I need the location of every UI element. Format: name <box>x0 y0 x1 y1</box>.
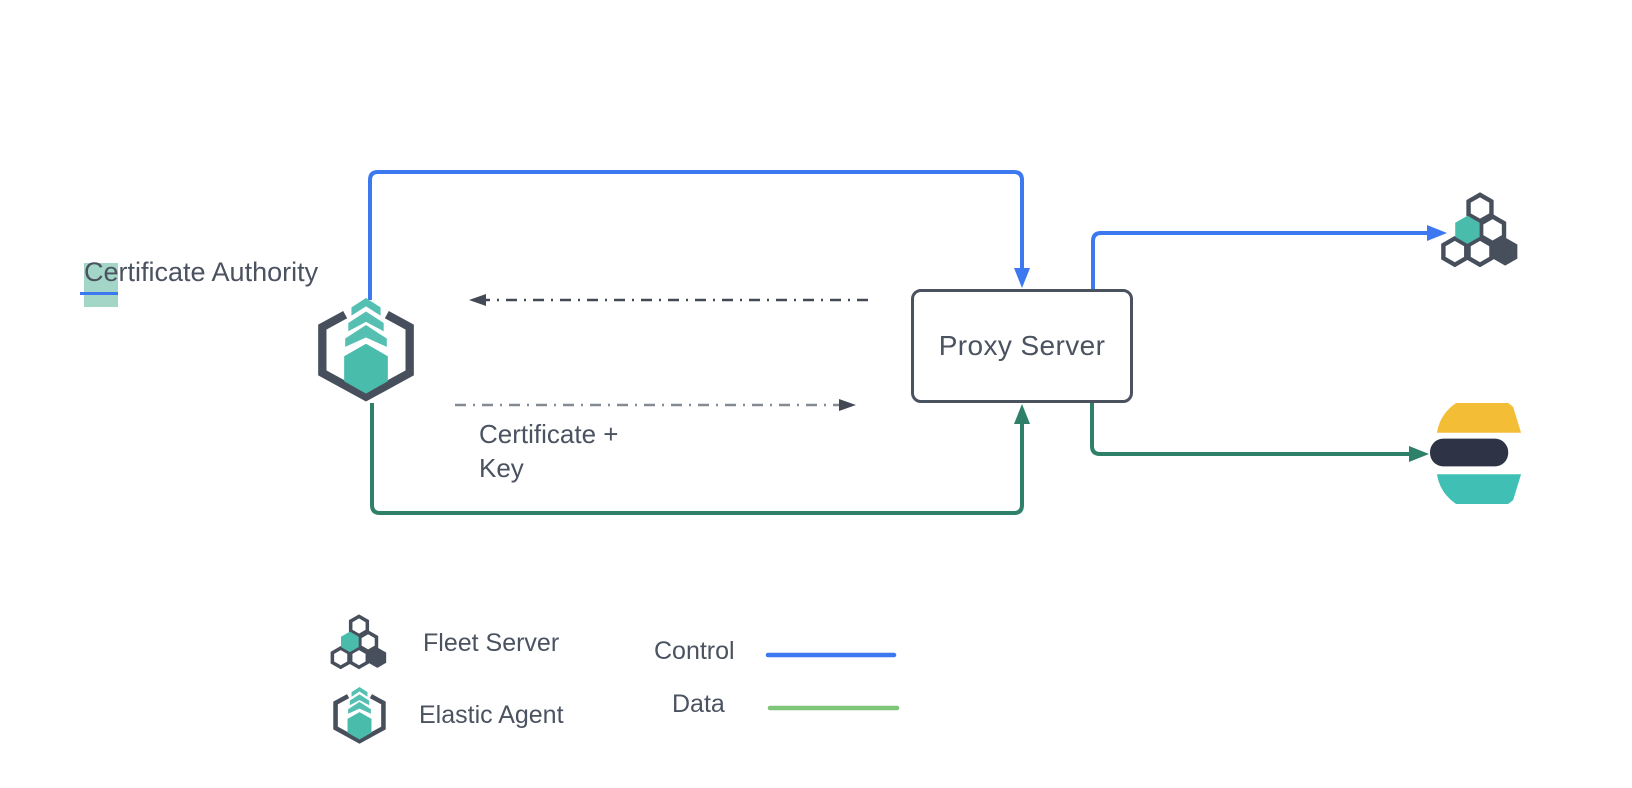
control-connector-proxy-to-fleet[interactable] <box>1091 225 1447 289</box>
legend-agent-inner-hexagon <box>347 712 372 740</box>
elastic-agent-icon[interactable] <box>314 298 418 402</box>
control-connector-agent-to-proxy[interactable] <box>368 170 1030 300</box>
agent-inner-hexagon <box>344 343 388 394</box>
agent-hexagon-outline <box>318 310 414 402</box>
agent-chevron-1 <box>351 298 381 316</box>
fleet-server-icon-svg <box>1441 192 1518 268</box>
fleet-hex-bottom-mid <box>1466 235 1494 268</box>
elasticsearch-middle-bar <box>1430 438 1509 467</box>
elasticsearch-logo-svg <box>1430 395 1522 512</box>
legend-control-label: Control <box>654 637 735 665</box>
agent-chevron-2 <box>348 311 384 332</box>
elastic-agent-icon-svg <box>318 298 414 402</box>
elasticsearch-bottom-slice <box>1436 474 1522 512</box>
legend-fleet-hex-teal <box>340 631 359 653</box>
legend-fleet-server-icon-svg <box>330 614 387 670</box>
certificate-authority-label[interactable]: Certificate Authority <box>80 256 319 307</box>
text-cursor-underline <box>80 292 118 295</box>
fleet-hex-top <box>1466 192 1494 224</box>
legend-fleet-server-label: Fleet Server <box>423 629 560 657</box>
certificate-key-label[interactable]: Certificate + Key <box>479 419 619 483</box>
fleet-server-icon[interactable] <box>1436 186 1524 274</box>
legend-elastic-agent-icon-svg <box>333 687 386 744</box>
legend-agent-chevron-2 <box>349 694 370 706</box>
legend-data-label: Data <box>672 690 725 718</box>
agent-chevron-3 <box>345 325 387 347</box>
legend-elastic-agent-label: Elastic Agent <box>419 701 564 729</box>
data-connector-proxy-to-elasticsearch[interactable] <box>1090 403 1429 462</box>
fleet-hex-bottom-left <box>1441 235 1469 268</box>
legend-fleet-hex-bottom-left <box>330 646 351 670</box>
legend-fleet-hex-bottom-mid <box>348 646 370 670</box>
elasticsearch-logo[interactable] <box>1430 395 1529 512</box>
legend-agent-chevron-3 <box>348 701 371 714</box>
fleet-hex-teal <box>1455 215 1480 244</box>
legend-agent-hexagon-outline <box>333 694 386 744</box>
legend-fleet-server-icon[interactable] <box>327 610 391 674</box>
fleet-hex-mid-right <box>1478 214 1507 246</box>
text-selection-highlight <box>84 263 118 307</box>
certificate-authority-text: Certificate Authority <box>84 257 319 287</box>
elasticsearch-top-slice <box>1436 395 1522 433</box>
fleet-hex-dark <box>1492 237 1518 266</box>
legend-agent-chevron-1 <box>351 687 368 697</box>
proxy-server-node[interactable]: Proxy Server <box>911 289 1133 403</box>
data-connector-agent-to-proxy[interactable] <box>370 403 1030 515</box>
legend-fleet-hex-dark <box>368 647 387 668</box>
proxy-server-label: Proxy Server <box>938 330 1106 361</box>
legend-elastic-agent-icon[interactable] <box>331 687 388 744</box>
